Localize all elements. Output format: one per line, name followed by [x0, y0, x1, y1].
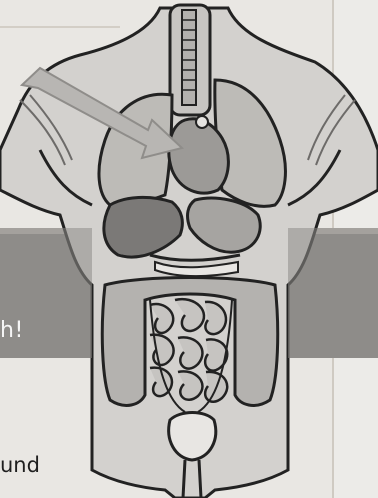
bladder	[169, 413, 216, 461]
banner-overlay-right	[288, 228, 378, 358]
aorta	[196, 116, 208, 128]
body-text: und	[0, 453, 40, 477]
trachea	[182, 10, 196, 105]
banner-text: h!	[0, 318, 24, 343]
